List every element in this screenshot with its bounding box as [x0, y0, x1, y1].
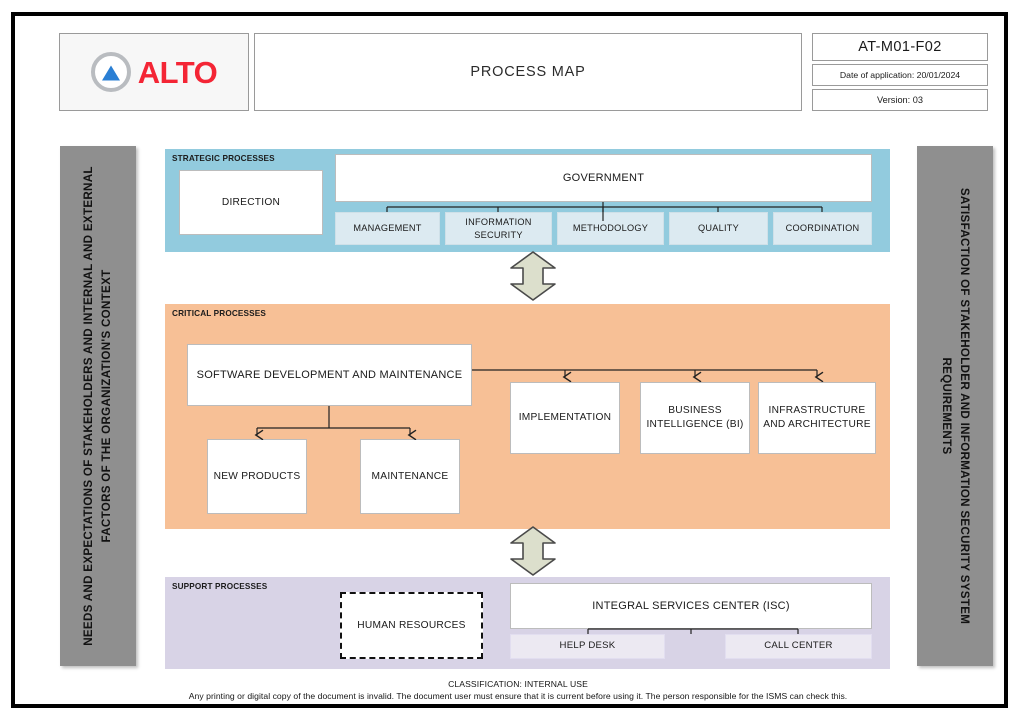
- support-processes-band: SUPPORT PROCESSES HUMAN RESOURCES INTEGR…: [165, 577, 890, 669]
- process-box-business-intelligence[interactable]: BUSINESS INTELLIGENCE (BI): [640, 382, 750, 454]
- process-box-information-security[interactable]: INFORMATION SECURITY: [445, 212, 552, 245]
- critical-band-label: CRITICAL PROCESSES: [172, 309, 266, 318]
- document-footer: CLASSIFICATION: INTERNAL USE Any printin…: [48, 678, 988, 703]
- document-code: AT-M01-F02: [812, 33, 988, 61]
- support-band-label: SUPPORT PROCESSES: [172, 582, 268, 591]
- process-box-quality[interactable]: QUALITY: [669, 212, 768, 245]
- process-box-maintenance[interactable]: MAINTENANCE: [360, 439, 460, 514]
- process-box-infrastructure-and-architecture[interactable]: INFRASTRUCTURE AND ARCHITECTURE: [758, 382, 876, 454]
- process-box-government[interactable]: GOVERNMENT: [335, 154, 872, 202]
- process-box-human-resources[interactable]: HUMAN RESOURCES: [340, 592, 483, 659]
- document-header: ALTO PROCESS MAP AT-M01-F02 Date of appl…: [48, 33, 988, 111]
- logo-wrap: ALTO: [90, 52, 218, 92]
- process-box-direction[interactable]: DIRECTION: [179, 170, 323, 235]
- double-headed-vertical-arrow-icon-bottom: [507, 525, 559, 577]
- document-title-box: PROCESS MAP: [254, 33, 802, 111]
- process-box-software-development-and-maintenance[interactable]: SOFTWARE DEVELOPMENT AND MAINTENANCE: [187, 344, 472, 406]
- footer-classification: CLASSIFICATION: INTERNAL USE: [448, 679, 588, 689]
- company-logo: ALTO: [59, 33, 249, 111]
- process-box-integral-services-center[interactable]: INTEGRAL SERVICES CENTER (ISC): [510, 583, 872, 629]
- process-box-help-desk[interactable]: HELP DESK: [510, 634, 665, 659]
- right-satisfaction-bar-label: SATISFACTION OF STAKEHOLDER AND INFORMAT…: [940, 187, 971, 625]
- strategic-band-label: STRATEGIC PROCESSES: [172, 154, 275, 163]
- logo-wordmark: ALTO: [137, 54, 218, 90]
- right-satisfaction-bar: SATISFACTION OF STAKEHOLDER AND INFORMAT…: [917, 146, 993, 666]
- process-box-methodology[interactable]: METHODOLOGY: [557, 212, 664, 245]
- document-frame: ALTO PROCESS MAP AT-M01-F02 Date of appl…: [11, 12, 1008, 708]
- double-headed-vertical-arrow-icon-top: [507, 250, 559, 302]
- strategic-processes-band: STRATEGIC PROCESSES DIRECTION GOVERNMENT…: [165, 149, 890, 252]
- process-box-management[interactable]: MANAGEMENT: [335, 212, 440, 245]
- document-meta-column: AT-M01-F02 Date of application: 20/01/20…: [812, 33, 988, 111]
- alto-triangle-circle-icon: [90, 52, 131, 92]
- left-context-bar: NEEDS AND EXPECTATIONS OF STAKEHOLDERS A…: [60, 146, 136, 666]
- process-box-new-products[interactable]: NEW PRODUCTS: [207, 439, 307, 514]
- process-box-implementation[interactable]: IMPLEMENTATION: [510, 382, 620, 454]
- process-box-coordination[interactable]: COORDINATION: [773, 212, 872, 245]
- document-date: Date of application: 20/01/2024: [812, 64, 988, 86]
- left-context-bar-label: NEEDS AND EXPECTATIONS OF STAKEHOLDERS A…: [82, 166, 113, 646]
- process-box-call-center[interactable]: CALL CENTER: [725, 634, 872, 659]
- critical-processes-band: CRITICAL PROCESSES SOFTWARE DEVELOPMENT …: [165, 304, 890, 529]
- document-version: Version: 03: [812, 89, 988, 111]
- footer-disclaimer: Any printing or digital copy of the docu…: [188, 691, 848, 702]
- page-title: PROCESS MAP: [470, 64, 586, 80]
